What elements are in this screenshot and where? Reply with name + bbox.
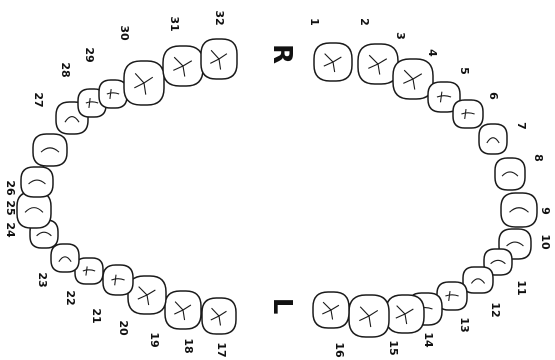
tooth-5 — [453, 100, 483, 128]
tooth-number-4: 4 — [426, 49, 439, 57]
tooth-outline — [21, 167, 53, 197]
tooth-outline — [453, 100, 483, 128]
side-label-right: R — [267, 44, 297, 64]
tooth-14 — [386, 295, 424, 333]
tooth-number-6: 6 — [487, 92, 500, 100]
tooth-number-32: 32 — [213, 10, 226, 25]
tooth-number-16: 16 — [333, 342, 346, 358]
tooth-31 — [163, 46, 203, 86]
tooth-number-20: 20 — [117, 320, 130, 336]
tooth-number-28: 28 — [59, 62, 72, 77]
tooth-18 — [165, 291, 201, 329]
tooth-20 — [103, 265, 133, 295]
tooth-number-13: 13 — [458, 317, 471, 332]
tooth-number-17: 17 — [215, 342, 228, 357]
tooth-number-10: 10 — [539, 234, 552, 250]
tooth-16 — [313, 292, 349, 328]
tooth-number-3: 3 — [394, 32, 407, 40]
tooth-26 — [33, 134, 67, 166]
tooth-number-18: 18 — [182, 338, 195, 353]
tooth-number-19: 19 — [148, 332, 161, 347]
tooth-number-9: 9 — [539, 207, 552, 215]
tooth-11 — [463, 267, 493, 293]
tooth-outline — [99, 80, 127, 108]
tooth-number-23: 23 — [36, 272, 49, 287]
tooth-number-24: 24 — [4, 222, 17, 238]
tooth-number-1: 1 — [308, 18, 321, 26]
teeth-layer — [17, 39, 537, 337]
tooth-number-25: 25 — [4, 200, 17, 215]
tooth-25 — [21, 167, 53, 197]
tooth-number-2: 2 — [358, 18, 371, 26]
tooth-number-31: 31 — [168, 16, 181, 31]
tooth-number-21: 21 — [90, 308, 103, 323]
tooth-number-29: 29 — [83, 47, 96, 62]
tooth-outline — [103, 265, 133, 295]
tooth-1 — [314, 43, 352, 81]
tooth-2 — [358, 44, 398, 84]
tooth-number-26: 26 — [4, 180, 17, 196]
tooth-outline — [33, 134, 67, 166]
tooth-32 — [201, 39, 237, 79]
tooth-outline — [51, 244, 79, 272]
tooth-number-11: 11 — [515, 280, 528, 295]
tooth-number-30: 30 — [118, 25, 131, 41]
tooth-7 — [495, 158, 525, 190]
tooth-number-27: 27 — [32, 92, 45, 107]
tooth-outline — [463, 267, 493, 293]
tooth-number-7: 7 — [515, 122, 528, 130]
tooth-outline — [479, 124, 507, 154]
tooth-number-12: 12 — [489, 302, 502, 317]
tooth-17 — [202, 298, 236, 334]
tooth-30 — [124, 61, 164, 105]
side-label-left: L — [267, 298, 297, 315]
tooth-number-22: 22 — [64, 290, 77, 305]
tooth-outline — [501, 193, 537, 227]
tooth-number-15: 15 — [387, 340, 400, 355]
tooth-29 — [99, 80, 127, 108]
tooth-22 — [51, 244, 79, 272]
tooth-outline — [495, 158, 525, 190]
tooth-8 — [501, 193, 537, 227]
tooth-15 — [349, 295, 389, 337]
tooth-3 — [393, 59, 433, 99]
tooth-6 — [479, 124, 507, 154]
tooth-number-5: 5 — [458, 67, 471, 75]
tooth-number-8: 8 — [532, 154, 545, 162]
tooth-number-14: 14 — [422, 332, 435, 348]
